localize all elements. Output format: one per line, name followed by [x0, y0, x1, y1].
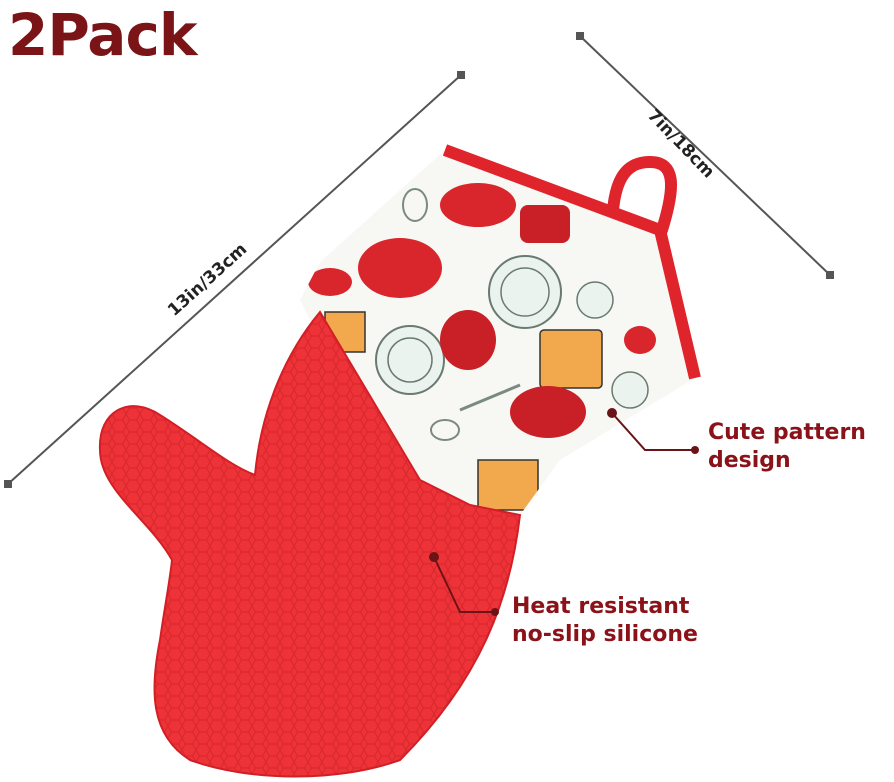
- pattern-callout-line2: design: [708, 448, 791, 473]
- pattern-callout: Cute pattern design: [708, 419, 866, 475]
- cuff-trim: [442, 144, 701, 380]
- silicone-callout: Heat resistant no-slip silicone: [512, 593, 698, 649]
- width-dimension-line: [576, 32, 834, 279]
- hanging-loop-icon: [606, 155, 678, 238]
- pattern-callout-line: [607, 408, 699, 454]
- silicone-mitt: [98, 310, 522, 778]
- silicone-callout-line: [429, 552, 499, 616]
- silicone-callout-line1: Heat resistant: [512, 594, 690, 619]
- length-dimension-line: [4, 71, 465, 488]
- pattern-callout-line1: Cute pattern: [708, 420, 866, 445]
- silicone-callout-line2: no-slip silicone: [512, 622, 698, 647]
- product-title: 2Pack: [8, 1, 197, 69]
